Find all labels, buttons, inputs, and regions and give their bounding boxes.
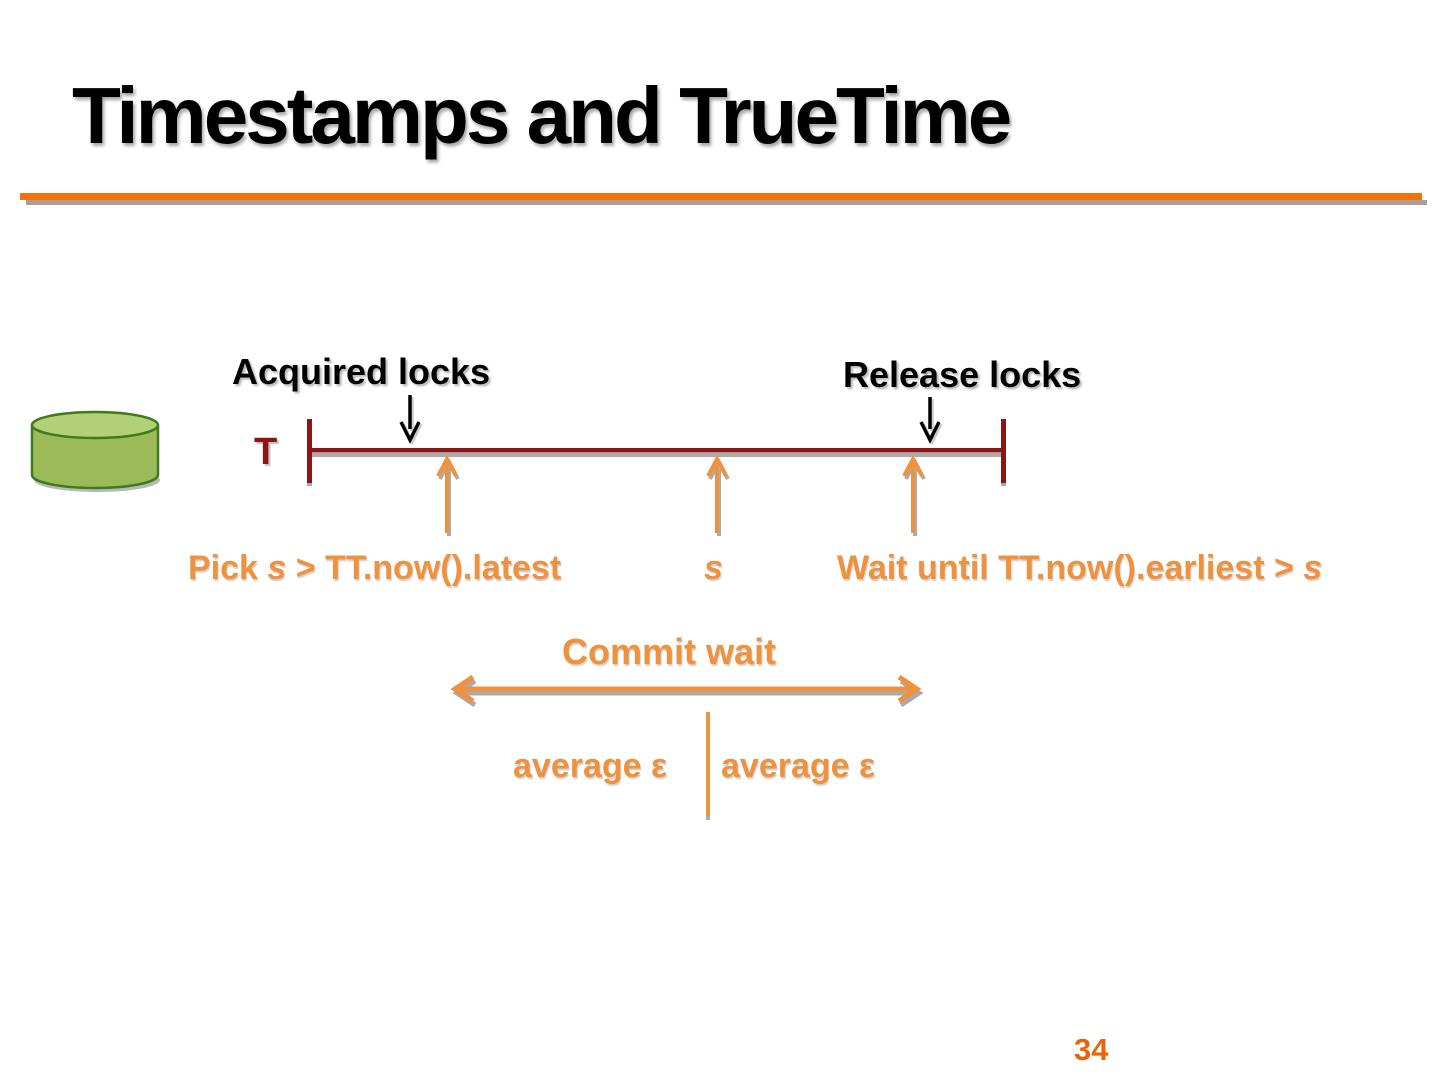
average-epsilon-left-label: average ε	[513, 747, 668, 785]
timeline-line	[307, 448, 1006, 453]
epsilon-divider-line	[706, 712, 710, 816]
timeline-end-tick	[1001, 419, 1006, 483]
page-number: 34	[1074, 1032, 1109, 1067]
wait-up-arrow-icon	[902, 455, 926, 536]
acquired-down-arrow-icon	[399, 395, 423, 446]
epsilon-divider-shadow	[706, 816, 710, 820]
timeline-axis-label: T	[254, 431, 278, 473]
title-rule	[20, 193, 1422, 200]
database-body	[30, 425, 160, 490]
wait-until-label: Wait until TT.now().earliest > s	[837, 549, 1323, 587]
pick-up-arrow-icon	[436, 455, 460, 536]
release-down-arrow-icon	[919, 397, 943, 446]
commit-wait-label: Commit wait	[562, 631, 777, 672]
average-epsilon-right-label: average ε	[721, 747, 876, 785]
title-rule-shadow	[26, 200, 1427, 205]
timeline-shadow	[312, 453, 1006, 457]
commit-wait-double-arrow-icon	[450, 674, 924, 708]
s-marker-label: s	[704, 549, 723, 587]
timeline	[307, 419, 1006, 486]
s-up-arrow-icon	[706, 455, 730, 536]
page-title: Timestamps and TrueTime	[72, 71, 1012, 160]
database-top	[30, 410, 160, 440]
release-locks-label: Release locks	[843, 354, 1082, 395]
timeline-start-tick	[307, 419, 312, 483]
pick-timestamp-label: Pick s > TT.now().latest	[188, 549, 562, 587]
acquired-locks-label: Acquired locks	[232, 351, 491, 392]
database-icon	[30, 410, 160, 492]
